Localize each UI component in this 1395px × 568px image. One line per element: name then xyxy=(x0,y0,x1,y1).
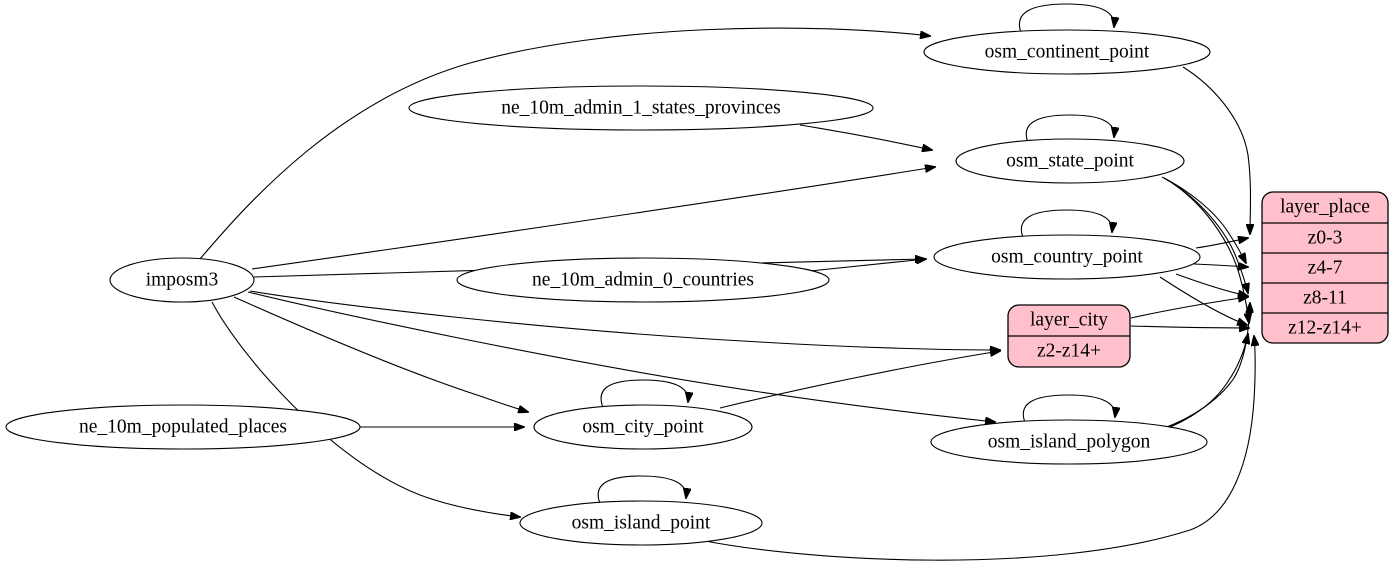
edge-osm-country-point-to-z8-11 xyxy=(1175,273,1248,296)
node-layer: imposm3 ne_10m_admin_1_states_provinces … xyxy=(5,29,1389,546)
edge-self-loop-osm-country-point xyxy=(1020,209,1112,241)
edge-imposm3-to-osm-state-point xyxy=(251,167,935,270)
node-osm-city-point[interactable]: osm_city_point xyxy=(533,404,753,450)
edge-layer-city-to-z12-z14 xyxy=(1130,326,1249,328)
node-ne-10m-populated-places[interactable]: ne_10m_populated_places xyxy=(5,404,361,450)
edge-osm-city-point-to-layer-city xyxy=(719,351,1000,409)
edge-self-loop-osm-city-point xyxy=(600,379,688,411)
edge-osm-state-point-to-z8-11 xyxy=(1163,177,1248,293)
edge-osm-state-point-to-z4-7 xyxy=(1161,176,1246,263)
edge-imposm3-to-osm-continent-point xyxy=(199,27,930,260)
edge-osm-island-polygon-to-z12-z14 xyxy=(1161,334,1248,431)
layer-place-box[interactable] xyxy=(1261,191,1389,344)
edge-imposm3-to-osm-city-point xyxy=(233,296,528,412)
node-layer-place[interactable]: layer_place z0-3 z4-7 z8-11 z12-z14+ xyxy=(1261,191,1389,344)
node-ne-10m-admin-1-states-provinces[interactable]: ne_10m_admin_1_states_provinces xyxy=(408,85,874,131)
node-ne-10m-admin-0-countries[interactable]: ne_10m_admin_0_countries xyxy=(456,257,830,303)
edge-self-loop-osm-state-point xyxy=(1025,114,1114,146)
edge-layer-city-to-z8-11 xyxy=(1130,297,1248,319)
edge-imposm3-to-osm-island-polygon xyxy=(247,291,995,422)
node-layer-city[interactable]: layer_city z2-z14+ xyxy=(1007,304,1131,368)
edge-self-loop-osm-island-polygon xyxy=(1022,394,1115,426)
node-osm-state-point[interactable]: osm_state_point xyxy=(955,138,1185,184)
edge-imposm3-to-osm-island-point xyxy=(211,301,520,517)
node-osm-country-point[interactable]: osm_country_point xyxy=(933,234,1201,280)
node-osm-island-point[interactable]: osm_island_point xyxy=(519,500,763,546)
edge-ne-admin1-to-osm-state-point xyxy=(799,124,932,150)
edge-imposm3-to-layer-city xyxy=(249,290,1000,350)
edge-ne-admin0-to-osm-country-point xyxy=(809,259,926,272)
edge-osm-island-polygon-to-z8-11 xyxy=(1163,303,1250,429)
node-osm-island-polygon[interactable]: osm_island_polygon xyxy=(930,419,1208,465)
edge-osm-continent-point-to-z0-3 xyxy=(1182,66,1251,234)
edge-layer xyxy=(199,3,1255,561)
edge-self-loop-osm-continent-point xyxy=(1018,3,1114,36)
edge-osm-country-point-to-z0-3 xyxy=(1195,238,1248,249)
edge-osm-island-point-to-z12-z14 xyxy=(699,336,1255,561)
node-osm-continent-point[interactable]: osm_continent_point xyxy=(923,29,1211,75)
edge-self-loop-osm-island-point xyxy=(597,475,686,507)
edge-osm-country-point-to-z12-z14 xyxy=(1159,276,1247,325)
edge-osm-country-point-to-z4-7 xyxy=(1193,264,1248,267)
node-imposm3[interactable]: imposm3 xyxy=(109,257,255,303)
